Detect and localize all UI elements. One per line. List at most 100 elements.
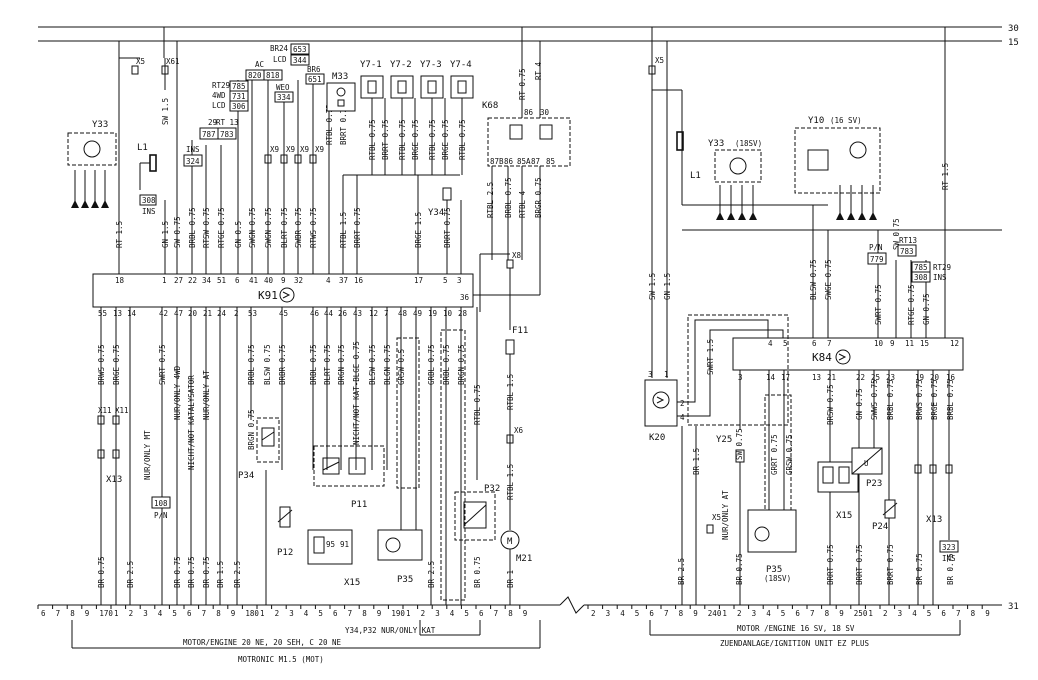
k91-bottom-pins: 55 13 14 42 47 20 21 24 2 53 45 46 44 26… (98, 309, 468, 318)
ins-right: INS (933, 273, 947, 282)
wire-label: BRRT 0.75 (353, 207, 362, 248)
valve-y25: Y25 NUR/ONLY AT (695, 426, 745, 605)
y33-left-label: Y33 (92, 120, 108, 130)
wire-label: RTBL 0.75 (398, 119, 407, 160)
ruler-tick-label: 5 (318, 609, 323, 618)
ruler-tick-label: 3 (143, 609, 148, 618)
box-783: 783 (900, 247, 914, 256)
m33-label: M33 (332, 72, 348, 82)
rail-30-label: 30 (1008, 24, 1019, 34)
wire-label: BRGR 0.75 (534, 177, 543, 218)
k91-pin: 17 (414, 276, 423, 285)
ins-left: INS (142, 207, 156, 216)
k91-pin: 26 (338, 309, 348, 318)
wire-label: BR 0.75 (473, 556, 482, 588)
ecu-k84: K84 (732, 337, 964, 371)
ruler-tick-label: 6 (649, 609, 654, 618)
ruler-tick-label: 5 (781, 609, 786, 618)
k84-pin: 4 (768, 339, 773, 348)
wire-label: GN 0.75 (922, 293, 931, 325)
p32-label: P32 (484, 484, 500, 494)
ruler-tick-label: 4 (912, 609, 917, 618)
footer-left-title: MOTOR/ENGINE 20 NE, 20 SEH, C 20 NE (183, 638, 342, 647)
wire-label: GRBL 0.75 (427, 344, 436, 385)
k84-pin: 5 (783, 339, 788, 348)
right-wire-labels: SW 1.5 GN 1.5 BLSW 0.75 SWGE 0.75 SW 0.7… (648, 163, 955, 585)
m21-label: M21 (516, 554, 532, 564)
sensor-p35-left: P35 (377, 337, 423, 585)
ruler-tick-label: 2 (421, 609, 426, 618)
wire-label: RTSW 0.75 (202, 207, 211, 248)
tag-lcd: LCD (212, 101, 226, 110)
k91-pin: 4 (326, 276, 331, 285)
k84-pin: 7 (827, 339, 832, 348)
y34-p32-note: Y34,P32 NUR/ONLY KAT (345, 626, 436, 635)
ruler-tick-label: 7 (810, 609, 815, 618)
ruler-tick-label: 170 (99, 609, 113, 618)
wire-label: BRGN 0.75 (337, 344, 346, 385)
wire-label: RT 1.5 (115, 221, 124, 248)
p35-right-sub: (18SV) (764, 574, 791, 583)
k84-pin: 6 (812, 339, 817, 348)
k91-pin: 9 (281, 276, 286, 285)
ruler-tick-label: 4 (158, 609, 163, 618)
ruler-tick-label: 4 (766, 609, 771, 618)
p24-label: P24 (872, 522, 888, 532)
wire-label: BR 2.5 (427, 561, 436, 588)
box-324: 324 (186, 157, 200, 166)
k84-pin: 17 (781, 373, 790, 382)
wire-label: GRSW 0.75 (785, 434, 794, 475)
wire-label: RT 4 (534, 61, 543, 80)
k91-pin: 7 (384, 309, 389, 318)
k84-pin: 12 (950, 339, 959, 348)
rail-30: 30 (38, 24, 1019, 34)
ruler-tick-label: 5 (464, 609, 469, 618)
k91-pin: 36 (460, 293, 470, 302)
box-785: 785 (914, 263, 928, 272)
lower-wire-labels: BRWS 0.75 BRGE 0.75 SWRT 0.75 BRBL 0.75 … (97, 344, 515, 588)
wire-label: BRBL 0.75 (247, 344, 256, 385)
wire-label: RTBL 2.5 (486, 182, 495, 218)
pn-right: P/N (869, 243, 883, 252)
tag-4wd: 4WD (212, 91, 226, 100)
tag-rt29: RT29 (212, 81, 230, 90)
tag-818: 818 (266, 71, 280, 80)
wire-label: SW 1.5 (648, 273, 657, 300)
wire-label: BRBL 0.75 (442, 344, 451, 385)
k84-pin: 13 (812, 373, 821, 382)
injector-y10: Y10 (16 SV) (794, 116, 881, 220)
svg-text:91: 91 (340, 540, 349, 549)
x5-left-label: X5 (136, 57, 145, 66)
x9-label: X9 (286, 145, 295, 154)
ruler-tick-label: 5 (927, 609, 932, 618)
wire-label: BR 0.75 (187, 556, 196, 588)
wire-label: BLSW 0.75 (368, 344, 377, 385)
k20-pin: 1 (664, 370, 669, 379)
k91-pin: 22 (188, 276, 197, 285)
k84-pin: 15 (920, 339, 929, 348)
k91-pin: 13 (113, 309, 122, 318)
p12-label: P12 (277, 548, 293, 558)
ruler-tick-label: 6 (41, 609, 46, 618)
ruler-tick-label: 9 (523, 609, 528, 618)
wire-label: BRGE 0.75 (112, 344, 121, 385)
wire-label: RTBL 0.75 (473, 384, 482, 425)
p35-left-label: P35 (397, 575, 413, 585)
coil-l1-right: L1 (676, 131, 701, 181)
sensor-p24: P24 (872, 370, 898, 605)
relay-k68: K68 86 30 87B 86 85A 87 85 (473, 27, 571, 296)
tag-weo: WEO (276, 83, 290, 92)
ruler-tick-label: 8 (216, 609, 221, 618)
box-323: 323 (942, 543, 956, 552)
k84-pin: 10 (874, 339, 884, 348)
ruler-tick-label: 1 (406, 609, 411, 618)
ruler-tick-label: 9 (985, 609, 990, 618)
connector-x15-right: X15 (817, 370, 859, 605)
ruler-tick-label: 9 (839, 609, 844, 618)
k84-pin: 23 (886, 373, 895, 382)
tag-651: 651 (308, 75, 322, 84)
wire-label: SW 1.5 (161, 98, 170, 125)
ruler-tick-label: 1 (114, 609, 119, 618)
k20-pin: 2 (680, 399, 685, 408)
